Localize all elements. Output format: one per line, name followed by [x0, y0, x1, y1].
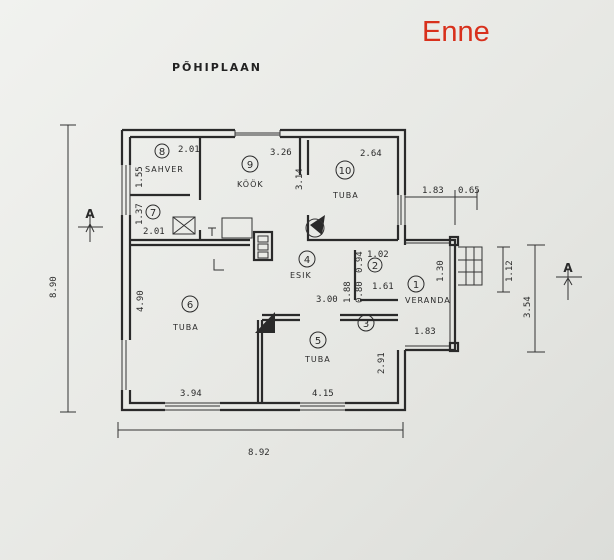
room-number: 8 — [159, 147, 165, 158]
dimension: 2.01 — [178, 145, 200, 155]
section-mark-left: A — [85, 207, 95, 221]
dimension: 0.80 — [355, 281, 365, 303]
room-name-esik: ESIK — [290, 271, 312, 280]
room-number: 6 — [187, 300, 193, 311]
dimension: 3.14 — [295, 168, 305, 190]
room-name-kook: KÖÖK — [237, 179, 264, 189]
dimension: 1.02 — [367, 250, 389, 260]
room-number: 3 — [363, 319, 369, 330]
dimension-lines — [60, 124, 582, 438]
plan-title: PÕHIPLAAN — [172, 61, 263, 74]
dimension: 3.94 — [180, 389, 202, 399]
dimension: 2.91 — [377, 352, 387, 374]
room-number: 4 — [304, 255, 310, 266]
dimension: 1.83 — [414, 327, 436, 337]
overall-height: 8.90 — [49, 276, 59, 298]
dimension: 1.12 — [505, 260, 515, 282]
dimension: 0.65 — [458, 186, 480, 196]
dimension: 2.01 — [143, 227, 165, 237]
room-number: 5 — [315, 336, 321, 347]
room-number: 1 — [413, 280, 419, 291]
dimension: 3.00 — [316, 295, 338, 305]
section-mark-right: A — [563, 261, 573, 275]
dimension: 1.88 — [343, 281, 353, 303]
dimension: 0.94 — [355, 251, 365, 273]
dimension: 4.15 — [312, 389, 334, 399]
dimension: 3.26 — [270, 148, 292, 158]
room-number: 7 — [150, 208, 156, 219]
dimension: 2.64 — [360, 149, 382, 159]
before-label: Enne — [422, 16, 490, 48]
dimension: 1.30 — [436, 260, 446, 282]
overall-width: 8.92 — [248, 448, 270, 458]
room-number: 9 — [247, 160, 253, 171]
room-name-tuba-6: TUBA — [172, 323, 199, 332]
room-number: 2 — [372, 261, 378, 272]
dimension: 1.37 — [135, 203, 145, 225]
room-number: 10 — [339, 166, 352, 177]
dimension: 1.83 — [422, 186, 444, 196]
room-name-tuba-5: TUBA — [304, 355, 331, 364]
dimension: 3.54 — [523, 296, 533, 318]
room-dimensions: 2.01 1.55 1.37 2.01 3.26 3.14 2.64 1.02 … — [135, 145, 533, 399]
walls — [120, 128, 483, 412]
room-numbers: 1 2 3 4 5 6 7 8 9 10 — [145, 143, 425, 349]
room-name-sahver: SAHVER — [145, 165, 184, 174]
room-name-tuba-10: TUBA — [332, 191, 359, 200]
dimension: 1.55 — [135, 166, 145, 188]
room-name-veranda: VERANDA — [405, 296, 451, 305]
dimension: 1.61 — [372, 282, 394, 292]
dimension: 4.90 — [136, 290, 146, 312]
